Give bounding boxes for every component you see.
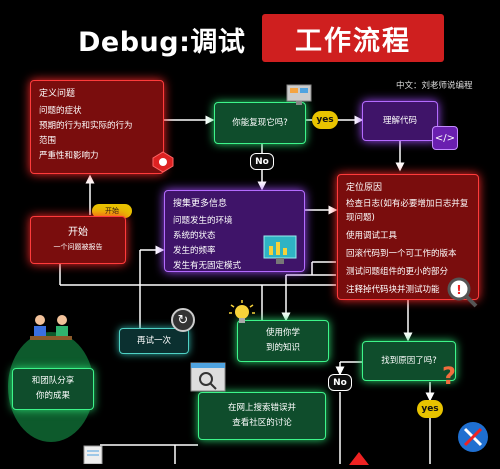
lightbulb-icon — [228, 300, 256, 328]
define-title: 定义问题 — [39, 89, 76, 99]
define-item: 预期的行为和实际的行为 — [39, 121, 133, 131]
locate-item: 检查日志(如有必要增加日志并复现问题) — [346, 199, 469, 223]
locate-item: 回滚代码到一个可工作的版本 — [346, 249, 457, 259]
credit-text: 中文：刘老师说编程 — [396, 81, 473, 91]
no-label-reproduce: No — [250, 153, 274, 170]
start-sub: 一个问题被报告 — [53, 243, 103, 251]
locate-title: 定位原因 — [346, 183, 383, 193]
warning-icon — [348, 450, 370, 465]
define-item: 范围 — [39, 136, 57, 146]
node-retry: 再试一次 — [119, 328, 189, 354]
title-debug: Debug:调试 — [78, 27, 246, 58]
gather-title: 搜集更多信息 — [173, 199, 228, 209]
gather-item: 系统的状态 — [173, 231, 216, 241]
title-workflow: 工作流程 — [262, 14, 444, 62]
define-item: 问题的症状 — [39, 106, 82, 116]
tools-icon — [456, 420, 490, 454]
gather-item: 问题发生的环境 — [173, 216, 233, 226]
yes-label: yes — [312, 111, 338, 129]
locate-item: 使用调试工具 — [346, 231, 398, 241]
magnifier-icon: ! — [446, 276, 478, 308]
node-reproduce: 你能复现它吗? — [214, 102, 306, 144]
refresh-icon: ↻ — [171, 308, 195, 332]
browser-search-icon — [190, 362, 226, 392]
monitor-icon — [286, 84, 312, 106]
start-label: 开始 — [68, 227, 88, 238]
gather-item: 发生的频率 — [173, 246, 216, 256]
node-search-web: 在网上搜索错误并 查看社区的讨论 — [198, 392, 326, 440]
node-use-knowledge: 使用你学 到的知识 — [237, 320, 329, 362]
monitor-chart-icon — [262, 232, 298, 266]
locate-item: 注释掉代码块并测试功能 — [346, 285, 440, 295]
document-icon — [82, 444, 106, 465]
node-define-problem: 定义问题 问题的症状 预期的行为和实际的行为 范围 严重性和影响力 — [30, 80, 164, 174]
code-icon: </> — [432, 126, 458, 150]
locate-item: 测试问题组件的更小的部分 — [346, 267, 449, 277]
question-mark-icon: ? — [442, 362, 456, 390]
yes-label-found: yes — [417, 400, 443, 418]
node-understand-code: 理解代码 — [362, 101, 438, 141]
people-icon — [26, 312, 76, 344]
node-found-cause: 找到原因了吗? — [362, 341, 456, 381]
start-tag: 开始 — [92, 204, 132, 218]
gather-item: 发生有无固定模式 — [173, 261, 242, 271]
bug-icon — [150, 150, 176, 174]
no-label-found: No — [328, 374, 352, 391]
define-item: 严重性和影响力 — [39, 151, 99, 161]
svg-text:!: ! — [456, 283, 461, 297]
node-team-share: 和团队分享 你的成果 — [12, 368, 94, 410]
node-start: 开始 一个问题被报告 — [30, 216, 126, 264]
